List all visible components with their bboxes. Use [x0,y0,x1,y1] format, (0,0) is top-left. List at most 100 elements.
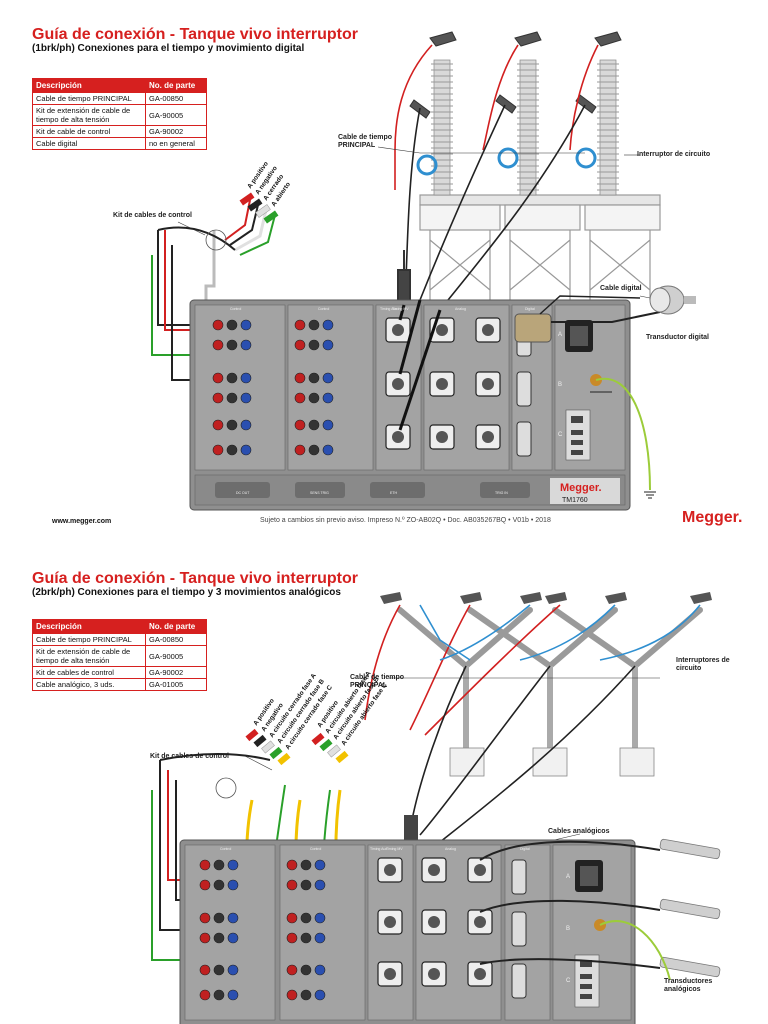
banana-jack[interactable] [314,912,326,924]
banana-jack[interactable] [212,419,224,431]
banana-jack[interactable] [286,912,298,924]
banana-jack[interactable] [213,932,225,944]
banana-jack[interactable] [227,879,239,891]
banana-jack[interactable] [199,912,211,924]
banana-jack[interactable] [314,879,326,891]
port-label: B [558,382,562,388]
banana-jack[interactable] [308,392,320,404]
main-timing-cable [397,250,411,306]
banana-jack[interactable] [300,932,312,944]
control-cable-bundle [151,199,276,381]
banana-jack[interactable] [294,372,306,384]
banana-jack[interactable] [226,339,238,351]
banana-jack[interactable] [322,339,334,351]
breaker-structure [419,194,661,300]
banana-jack[interactable] [213,879,225,891]
banana-jack[interactable] [240,372,252,384]
timing-main-leads [411,665,636,851]
section-label: Control [220,847,232,851]
banana-jack[interactable] [322,319,334,331]
footer-url[interactable]: www.megger.com [52,518,112,525]
banana-jack[interactable] [308,339,320,351]
banana-jack[interactable] [314,989,326,1001]
analog-transducer-icons [659,838,721,978]
banana-jack[interactable] [300,989,312,1001]
banana-jack[interactable] [213,859,225,871]
table-cell: GA-01005 [145,678,207,691]
page-title: Guía de conexión - Tanque vivo interrupt… [32,26,358,43]
banana-jack[interactable] [212,372,224,384]
banana-jack[interactable] [314,964,326,976]
banana-jack[interactable] [240,319,252,331]
section-label: Digital [525,307,535,311]
banana-jack[interactable] [286,989,298,1001]
parts-table: Descripción No. de parte Cable de tiempo… [32,619,207,691]
banana-jack[interactable] [227,989,239,1001]
banana-jack[interactable] [240,444,252,456]
banana-jack[interactable] [322,392,334,404]
label-control-kit: Kit de cables de control [150,753,229,760]
banana-jack[interactable] [226,444,238,456]
port-label: TRIG IN [495,491,508,495]
banana-jack[interactable] [226,319,238,331]
banana-jack[interactable] [294,319,306,331]
banana-jack[interactable] [212,339,224,351]
banana-jack[interactable] [212,444,224,456]
lead-clips [239,192,279,224]
banana-jack[interactable] [300,879,312,891]
banana-jack[interactable] [294,444,306,456]
banana-jack[interactable] [300,912,312,924]
banana-jack[interactable] [213,964,225,976]
label-control-kit: Kit de cables de control [113,212,192,219]
device-brand: Megger. [560,482,602,494]
banana-jack[interactable] [227,964,239,976]
cable-kit-clip [205,229,227,251]
banana-jack[interactable] [314,859,326,871]
banana-jack[interactable] [322,419,334,431]
banana-jack[interactable] [199,989,211,1001]
banana-jack[interactable] [199,859,211,871]
parts-table: Descripción No. de parte Cable de tiempo… [32,78,207,150]
banana-jack[interactable] [213,912,225,924]
banana-jack[interactable] [286,859,298,871]
banana-jack[interactable] [286,932,298,944]
banana-jack[interactable] [294,392,306,404]
timing-cables-black [405,104,586,311]
banana-jack[interactable] [294,339,306,351]
banana-jack[interactable] [294,419,306,431]
banana-jack[interactable] [240,419,252,431]
banana-jack[interactable] [308,419,320,431]
banana-jack[interactable] [308,372,320,384]
section-label: Timing Aux [380,307,397,311]
banana-jack[interactable] [308,444,320,456]
banana-jack[interactable] [308,319,320,331]
banana-jack[interactable] [227,932,239,944]
banana-jack[interactable] [240,392,252,404]
banana-jack[interactable] [300,859,312,871]
timing-cables-into-device [398,299,442,431]
banana-jack[interactable] [286,879,298,891]
tm1760-device [179,839,636,1024]
section-label: Timing MV [386,847,403,851]
banana-jack[interactable] [314,932,326,944]
banana-jack[interactable] [322,444,334,456]
banana-jack[interactable] [226,372,238,384]
table-cell: no en general [145,137,207,150]
banana-jack[interactable] [212,392,224,404]
banana-jack[interactable] [286,964,298,976]
banana-jack[interactable] [226,419,238,431]
banana-jack[interactable] [240,339,252,351]
banana-jack[interactable] [226,392,238,404]
table-header-part-number: No. de parte [145,78,207,93]
banana-jack[interactable] [199,964,211,976]
banana-jack[interactable] [199,879,211,891]
table-row: Cable analógico, 3 uds. GA-01005 [32,678,207,691]
banana-jack[interactable] [212,319,224,331]
banana-jack[interactable] [213,989,225,1001]
banana-jack[interactable] [300,964,312,976]
label-digital-cable: Cable digital [600,285,642,292]
banana-jack[interactable] [322,372,334,384]
banana-jack[interactable] [227,912,239,924]
banana-jack[interactable] [199,932,211,944]
banana-jack[interactable] [227,859,239,871]
